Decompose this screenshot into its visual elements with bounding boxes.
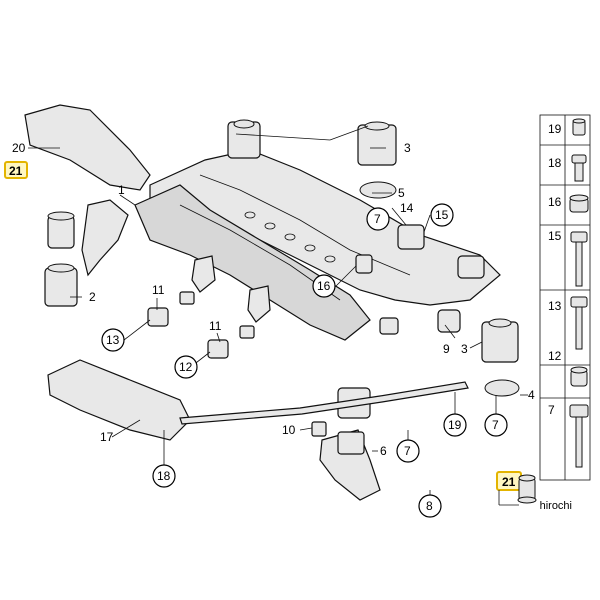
bolt-13-icon	[570, 296, 588, 350]
label-21-detail: 21	[502, 475, 516, 489]
bushing-13	[147, 307, 169, 327]
panel-label-13: 13	[548, 299, 562, 313]
label-1: 1	[118, 183, 125, 197]
label-15: 15	[435, 208, 449, 222]
top-mount	[227, 119, 261, 159]
bolt-15-icon	[570, 231, 588, 287]
bushing-lower-right	[481, 318, 519, 363]
reinforcement-plate	[47, 359, 191, 441]
label-3-lower: 3	[461, 342, 468, 356]
callout-circle-8	[418, 494, 442, 518]
callout-circle-16	[312, 274, 336, 298]
washer-lower	[484, 379, 520, 397]
credit-text: hirochi	[539, 500, 572, 512]
label-10: 10	[282, 423, 296, 437]
bushing-12	[207, 339, 229, 359]
label-2: 2	[89, 290, 96, 304]
panel-label-18: 18	[548, 156, 562, 170]
label-21-main: 21	[9, 164, 23, 178]
callout-circle-18	[152, 464, 176, 488]
panel-label-16: 16	[548, 195, 562, 209]
highlight-21-main	[4, 161, 28, 179]
bracket-mid	[191, 255, 216, 293]
label-19-bar: 19	[448, 418, 462, 432]
label-18-plate: 18	[157, 469, 171, 483]
label-5: 5	[398, 186, 405, 200]
label-7-lower: 7	[492, 418, 499, 432]
callout-circle-7-rear	[396, 439, 420, 463]
strut-bar	[179, 381, 469, 425]
washer-upper	[359, 181, 397, 199]
bushing-16	[355, 254, 373, 274]
bolt-18-icon	[571, 154, 587, 182]
bushing-lower-left	[44, 263, 78, 307]
label-7-rear: 7	[404, 444, 411, 458]
bushing-mid-arm	[379, 317, 399, 335]
callout-circle-15	[430, 203, 454, 227]
label-11-left: 11	[152, 283, 165, 297]
callout-circle-19	[443, 413, 467, 437]
heat-shield	[24, 104, 151, 191]
label-13: 13	[106, 333, 120, 347]
label-11-mid: 11	[209, 319, 222, 333]
leader-lines	[28, 125, 528, 505]
panel-label-7: 7	[548, 403, 555, 417]
label-12: 12	[179, 360, 193, 374]
bushing-21-icon	[517, 474, 537, 504]
rear-subframe	[134, 149, 501, 341]
label-20: 20	[12, 141, 26, 155]
callout-circle-13	[101, 328, 125, 352]
label-8: 8	[426, 499, 433, 513]
bushing-right-arm	[457, 255, 485, 279]
label-14: 14	[400, 201, 414, 215]
label-9: 9	[443, 342, 450, 356]
label-7-upper: 7	[374, 212, 381, 226]
panel-label-12: 12	[548, 349, 562, 363]
nut-12-icon	[570, 366, 588, 387]
bushing-upper-right	[357, 121, 397, 166]
bushing-14	[397, 224, 425, 250]
callout-circle-7-lower	[484, 413, 508, 437]
bushing-upper-left	[47, 211, 75, 249]
label-16: 16	[317, 279, 331, 293]
bracket-right	[247, 285, 271, 323]
label-17: 17	[100, 430, 114, 444]
bushing-9	[437, 309, 461, 333]
panel-label-15: 15	[548, 229, 562, 243]
label-6: 6	[380, 444, 387, 458]
bolt-7-icon	[569, 404, 589, 468]
label-3-upper: 3	[404, 141, 411, 155]
nut-16-icon	[569, 194, 589, 213]
callout-circle-12	[174, 355, 198, 379]
bushing-10	[311, 421, 327, 437]
bracket-left	[81, 199, 129, 277]
callout-circle-7-upper	[366, 207, 390, 231]
hardware-panel: 19 18 16 15 13 12 7	[539, 114, 591, 481]
panel-label-19: 19	[548, 122, 562, 136]
label-4: 4	[528, 388, 535, 402]
rear-mount-bracket	[319, 429, 381, 501]
nut-19-icon	[572, 118, 586, 136]
bushing-11a	[179, 291, 195, 305]
bushing-11b	[239, 325, 255, 339]
